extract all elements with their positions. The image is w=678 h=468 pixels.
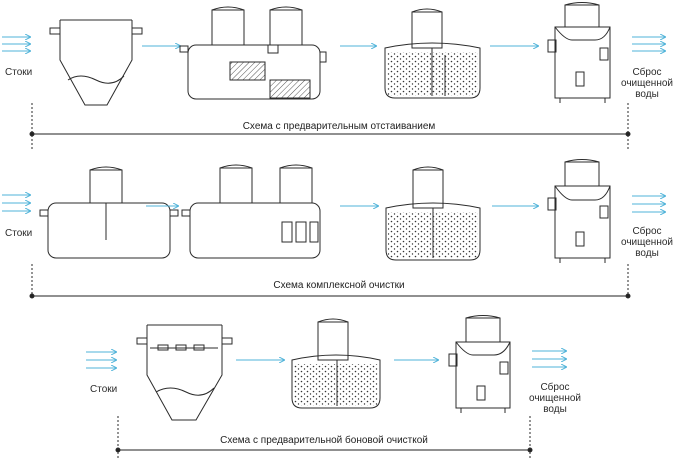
row2-input-label: Стоки bbox=[5, 228, 33, 239]
row3-baseline bbox=[115, 416, 533, 460]
row1-outflow-arrows bbox=[632, 37, 665, 51]
row3-output-line-1: Сброс bbox=[540, 382, 570, 393]
row2-vertical-unit bbox=[547, 159, 611, 263]
row1-horizontal-tank bbox=[179, 6, 327, 100]
row1-output-line-1: Сброс bbox=[632, 67, 662, 78]
row2-caption: Схема комплексной очистки bbox=[273, 280, 405, 291]
row2-output-line-1: Сброс bbox=[632, 226, 662, 237]
row1-inflow-arrows bbox=[2, 37, 30, 51]
row2-output-label: Сброс очищенной воды bbox=[618, 226, 676, 259]
row3-output-line-3: воды bbox=[543, 404, 567, 415]
row3-boom-hopper bbox=[136, 324, 233, 421]
row1-input-label: Стоки bbox=[5, 67, 33, 78]
row2-bio-tank bbox=[385, 166, 481, 261]
row3-caption: Схема с предварительной боновой очисткой bbox=[220, 435, 428, 446]
row2-output-line-2: очищенной bbox=[620, 237, 673, 248]
row2-inflow-arrows bbox=[2, 195, 30, 211]
row3-input-label: Стоки bbox=[90, 384, 118, 395]
row1-hopper-settler bbox=[49, 19, 143, 106]
row3-output-label: Сброс очищенной воды bbox=[526, 382, 584, 415]
row2-baseline bbox=[29, 264, 631, 300]
row3-inflow-arrows bbox=[86, 352, 116, 368]
row3-output-line-2: очищенной bbox=[528, 393, 581, 404]
row1-output-line-2: очищенной bbox=[620, 78, 673, 89]
row3-bio-tank bbox=[291, 318, 381, 409]
row3-vertical-unit bbox=[448, 315, 511, 413]
row1-caption: Схема с предварительным отстаиванием bbox=[242, 121, 436, 132]
row2-output-line-3: воды bbox=[635, 248, 659, 259]
row2-outflow-arrows bbox=[632, 196, 665, 212]
row3-outflow-arrows bbox=[532, 351, 566, 367]
row1-baseline bbox=[29, 103, 631, 150]
row1-output-line-3: воды bbox=[635, 89, 659, 100]
row1-output-label: Сброс очищенной воды bbox=[618, 67, 676, 100]
row2-septic-tank bbox=[39, 166, 179, 259]
row2-horizontal-tank bbox=[181, 164, 321, 259]
row1-bio-tank bbox=[384, 8, 481, 99]
row1-vertical-unit bbox=[547, 2, 611, 103]
